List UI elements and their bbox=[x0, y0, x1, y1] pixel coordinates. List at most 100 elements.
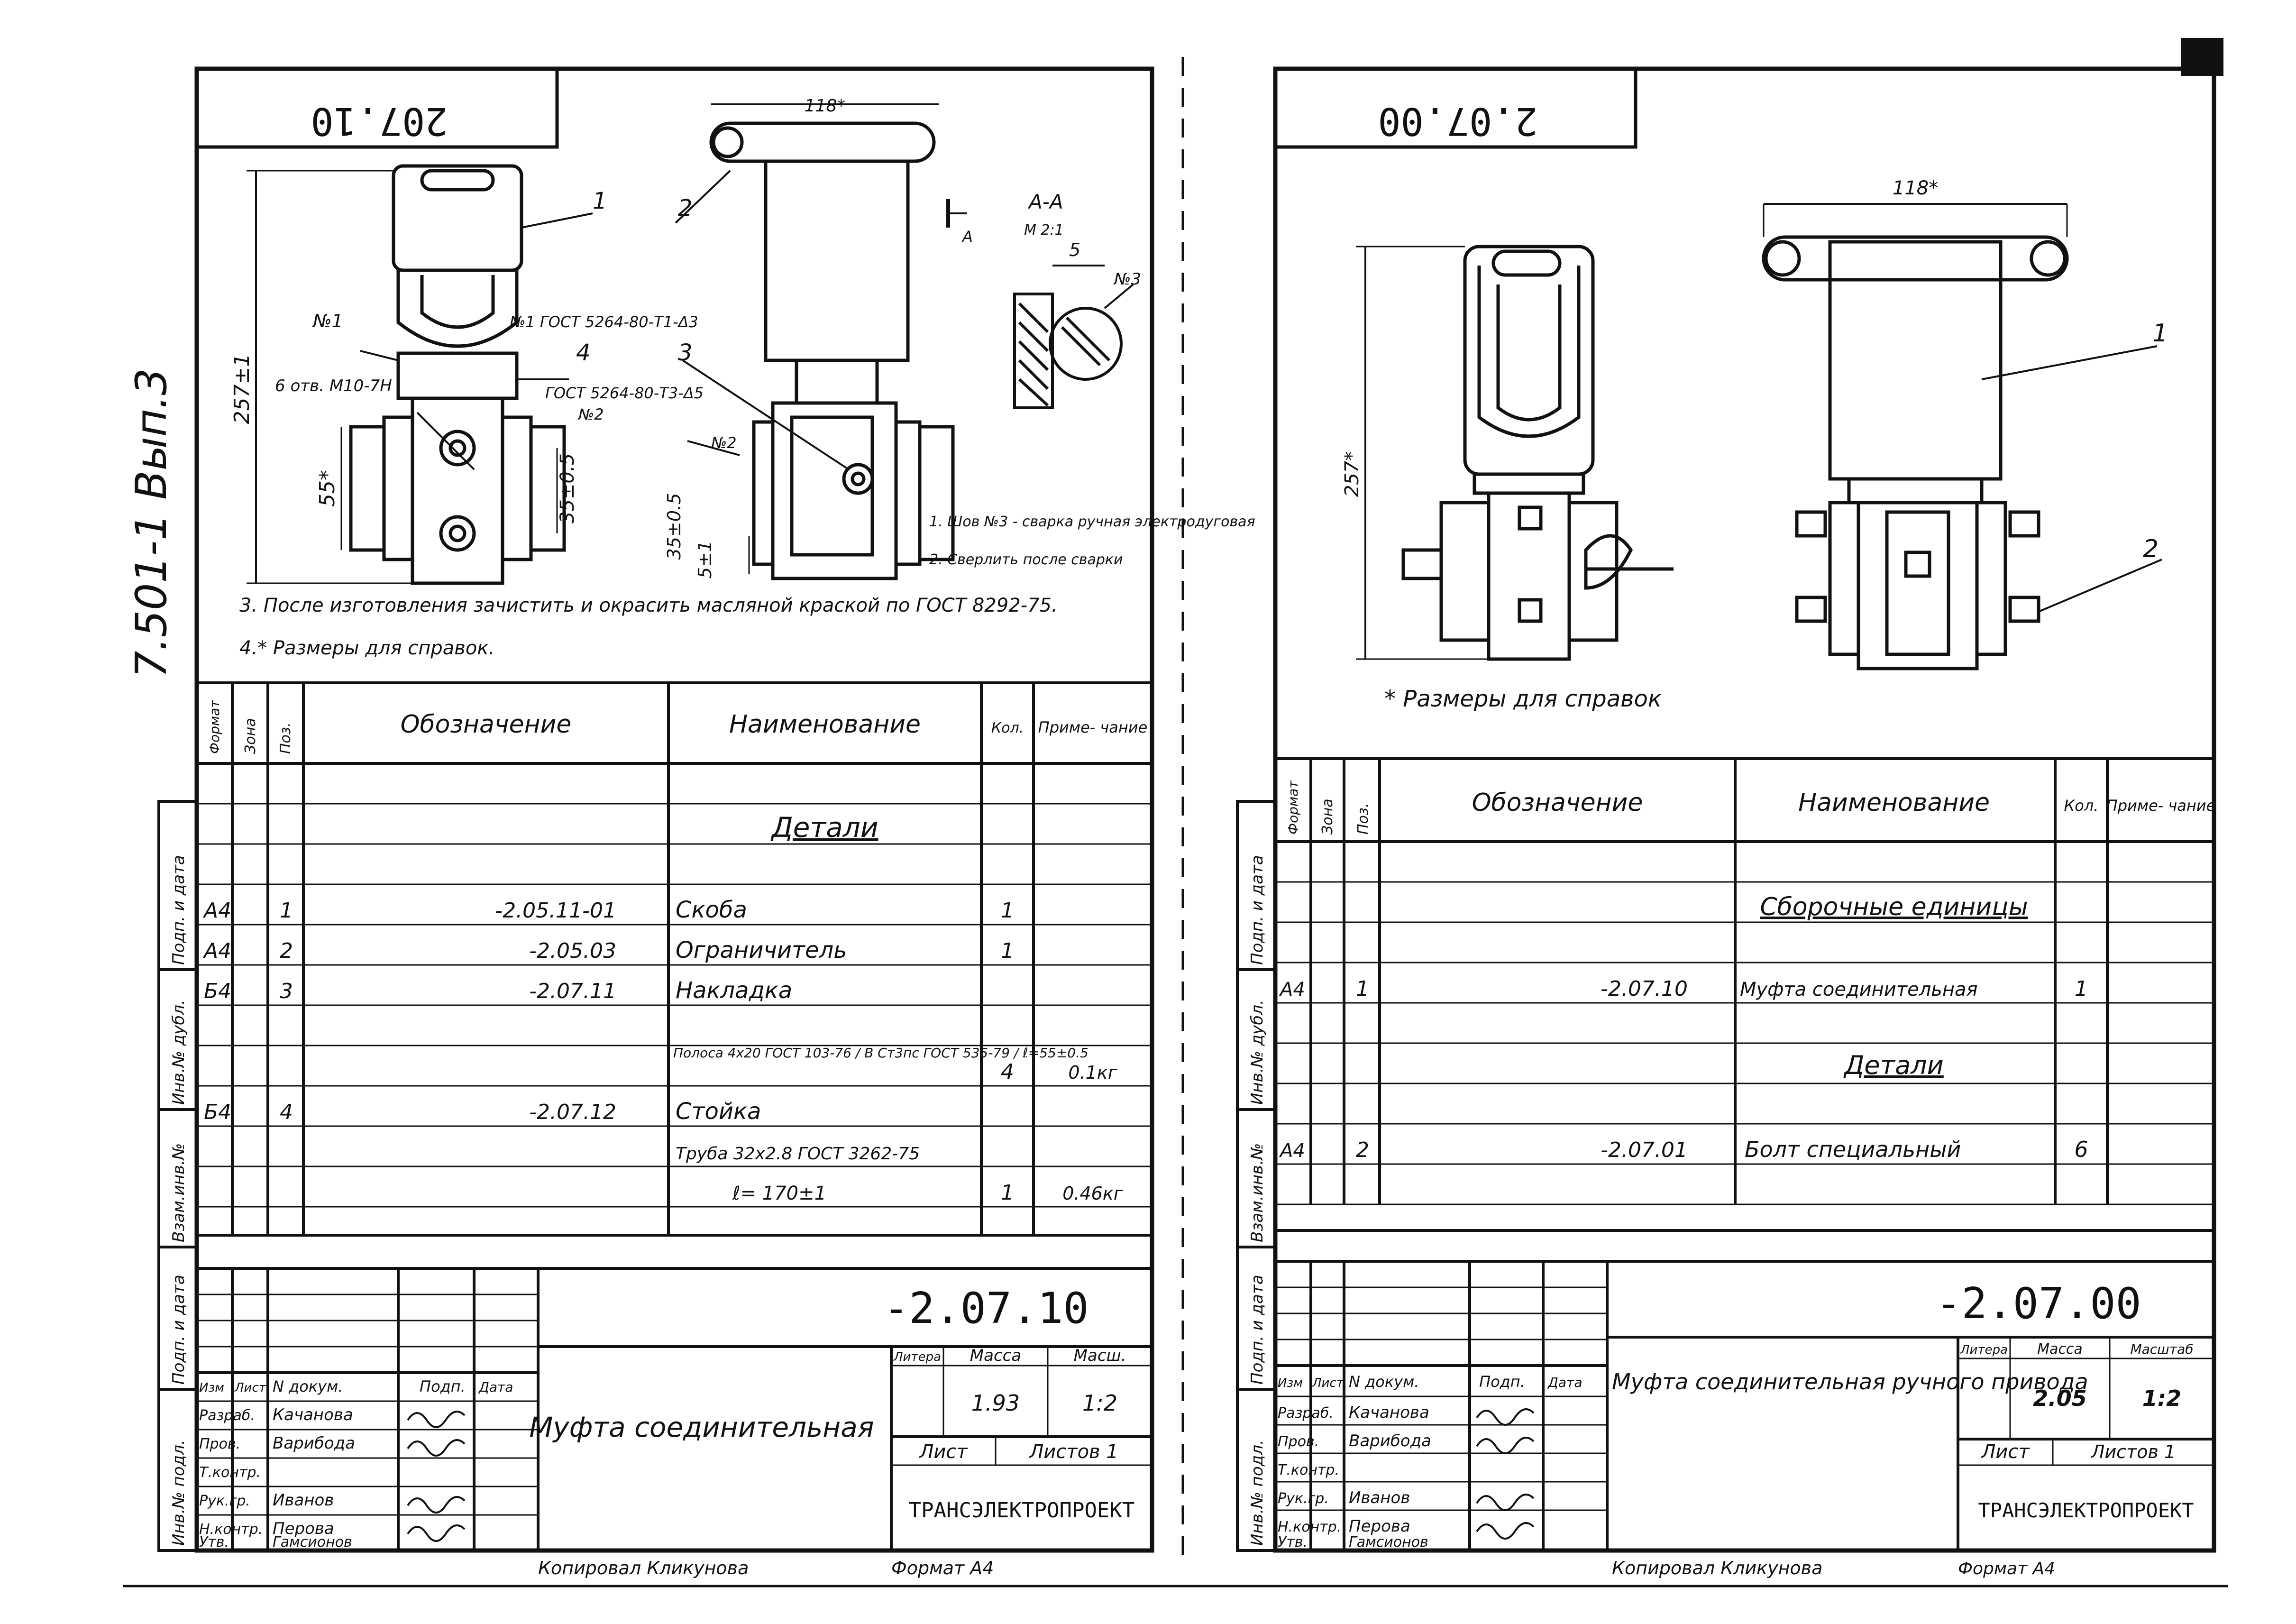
role-label: Н.контр. bbox=[1278, 1519, 1341, 1535]
scale-value: 1:2 bbox=[2142, 1385, 2181, 1411]
spec-table-grid bbox=[197, 683, 1152, 1237]
hdr-zone: Зона bbox=[242, 718, 259, 754]
row-pos: 1 bbox=[280, 899, 293, 923]
dim-width: 118* bbox=[805, 96, 846, 116]
row-format: А4 bbox=[202, 899, 231, 923]
scale-value: 1:2 bbox=[1082, 1390, 1117, 1416]
assembly-title: Сборочные единицы bbox=[1760, 893, 2028, 921]
side-stamp: 7.501-1 Вып.3 bbox=[127, 368, 176, 678]
hdr-designation: Обозначение bbox=[1472, 789, 1643, 817]
row-qty: 1 bbox=[2075, 977, 2088, 1001]
note-2: 2. Сверлить после сварки bbox=[929, 551, 1123, 568]
doc-title: Муфта соединительная ручного привода bbox=[1612, 1369, 2088, 1395]
weld-1b-label: №1 ГОСТ 5264-80-Т1-Δ3 bbox=[509, 313, 698, 331]
row-designation: -2.07.12 bbox=[529, 1100, 616, 1124]
section-title: Детали bbox=[770, 811, 878, 844]
role-label: Рук.гр. bbox=[199, 1493, 250, 1509]
role-label: Т.контр. bbox=[199, 1464, 261, 1481]
hdr-izm: Изм bbox=[199, 1381, 224, 1395]
row-qty: 1 bbox=[1001, 899, 1014, 923]
vlabel: Взам.инв.№ bbox=[1248, 1143, 1267, 1242]
doc-number: -2.07.10 bbox=[883, 1284, 1089, 1333]
vlabel: Взам.инв.№ bbox=[169, 1143, 188, 1242]
hdr-date: Дата bbox=[1547, 1375, 1583, 1390]
dim-5: 5±1 bbox=[695, 541, 715, 578]
row-note: 0.46кг bbox=[1062, 1183, 1124, 1204]
person-name: Иванов bbox=[1349, 1488, 1410, 1507]
weld-3-label: №3 bbox=[1113, 270, 1141, 289]
role-label: Т.контр. bbox=[1278, 1462, 1339, 1478]
mass-label: Масса bbox=[970, 1346, 1021, 1365]
role-label: Разраб. bbox=[199, 1407, 255, 1424]
note-1: 1. Шов №3 - сварка ручная электродуговая bbox=[929, 514, 1255, 530]
weld-2-label: ГОСТ 5264-80-Т3-Δ5 bbox=[545, 384, 704, 402]
hdr-doc: N докум. bbox=[1349, 1373, 1419, 1391]
hdr-zone: Зона bbox=[1319, 798, 1336, 835]
litera-label: Литера bbox=[893, 1350, 941, 1364]
hdr-format: Формат bbox=[1285, 780, 1301, 835]
row-designation: -2.07.11 bbox=[529, 979, 616, 1003]
row-name: Скоба bbox=[676, 897, 747, 923]
hdr-doc: N докум. bbox=[273, 1377, 343, 1395]
row-name: Болт специальный bbox=[1745, 1137, 1961, 1162]
doc-number: -2.07.00 bbox=[1936, 1279, 2141, 1329]
hdr-qty: Кол. bbox=[2064, 797, 2099, 815]
vlabel: Инв.№ подл. bbox=[1248, 1440, 1267, 1546]
scale-label: Масш. bbox=[1074, 1346, 1126, 1365]
dim-35: 35±0.5 bbox=[557, 453, 578, 523]
vlabel: Инв.№ подл. bbox=[169, 1440, 188, 1546]
row-note: 0.1кг bbox=[1068, 1062, 1117, 1083]
left-stamp-column bbox=[157, 800, 198, 1552]
section-title: Детали bbox=[1843, 1050, 1944, 1080]
row-format: А4 bbox=[1279, 979, 1305, 1000]
org-name: ТРАНСЭЛЕКТРОПРОЕКТ bbox=[1978, 1499, 2194, 1522]
sheet-label: Лист bbox=[918, 1441, 968, 1463]
section-label: А-А bbox=[1027, 190, 1063, 213]
signature-marks bbox=[407, 1411, 466, 1542]
hdr-note: Приме- чание bbox=[1038, 718, 1148, 736]
pos-2-label: 2 bbox=[678, 195, 693, 221]
row-name: Муфта соединительная bbox=[1740, 979, 1978, 1000]
hdr-list: Лист bbox=[1312, 1376, 1344, 1390]
hdr-izm: Изм bbox=[1278, 1376, 1303, 1390]
pos-1-label: 1 bbox=[2152, 319, 2168, 348]
hdr-qty: Кол. bbox=[991, 720, 1024, 736]
title-block-grid bbox=[197, 1267, 1152, 1551]
weld-2c-label: №2 bbox=[710, 434, 737, 452]
dim-width: 118* bbox=[1893, 177, 1938, 199]
signature-marks bbox=[1476, 1408, 1535, 1540]
note-4: 4.* Размеры для справок. bbox=[239, 637, 494, 659]
role-label: Н.контр. bbox=[199, 1521, 263, 1538]
hdr-name: Наименование bbox=[729, 710, 921, 739]
role-label: Пров. bbox=[1278, 1433, 1319, 1450]
person-name: Гамсионов bbox=[1349, 1534, 1428, 1551]
mass-label: Масса bbox=[2037, 1341, 2083, 1358]
section-scale: М 2:1 bbox=[1024, 222, 1064, 239]
row-qty: 1 bbox=[1001, 1181, 1014, 1205]
person-name: Гамсионов bbox=[273, 1534, 352, 1551]
mass-value: 1.93 bbox=[971, 1390, 1020, 1416]
sheet-left: 207.10 bbox=[157, 57, 1255, 1578]
row-format: Б4 bbox=[204, 1100, 231, 1124]
pos-5-label: 5 bbox=[1069, 239, 1080, 260]
row-pos: 4 bbox=[280, 1100, 293, 1124]
note-3: 3. После изготовления зачистить и окраси… bbox=[239, 595, 1058, 616]
row-name: Накладка bbox=[676, 977, 792, 1004]
hole-label: 6 отв. М10-7Н bbox=[275, 376, 392, 395]
front-view-drawing bbox=[1356, 245, 1674, 661]
row-name: Труба 32х2.8 ГОСТ 3262-75 bbox=[676, 1144, 920, 1164]
person-name: Качанова bbox=[1349, 1403, 1429, 1422]
hdr-list: Лист bbox=[234, 1381, 266, 1395]
copied-by: Копировал Кликунова bbox=[1612, 1558, 1822, 1578]
pos-1-label: 1 bbox=[593, 188, 607, 214]
row-designation: -2.05.03 bbox=[529, 939, 616, 963]
row-name: Полоса 4х20 ГОСТ 103-76 / В Ст3пс ГОСТ 5… bbox=[673, 1045, 1089, 1061]
vlabel: Подп. и дата bbox=[1248, 1275, 1267, 1385]
row-format: А4 bbox=[1279, 1140, 1305, 1162]
row-designation: -2.07.10 bbox=[1601, 977, 1688, 1001]
format-label: Формат А4 bbox=[891, 1558, 994, 1578]
row-name: ℓ= 170±1 bbox=[732, 1183, 826, 1204]
hdr-sign: Подп. bbox=[1479, 1373, 1525, 1391]
sheets-label: Листов 1 bbox=[1028, 1441, 1118, 1463]
